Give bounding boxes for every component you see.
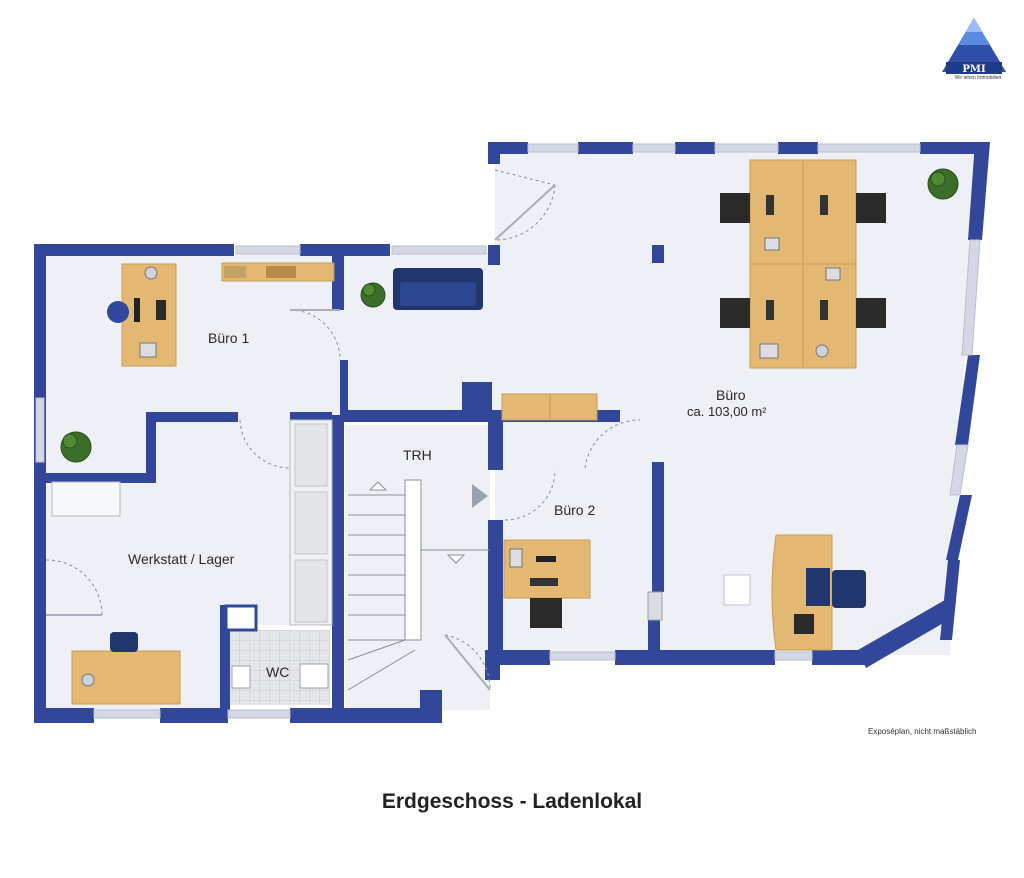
buero2-furniture (503, 539, 591, 628)
stair-arrow-icon (472, 484, 488, 508)
walls (34, 142, 990, 723)
wc-fixtures (231, 663, 329, 689)
room-label-buero1: Büro 1 (208, 330, 250, 346)
page-title: Erdgeschoss - Ladenlokal (381, 790, 643, 813)
logo-tagline: Wir leben Immobilien (954, 75, 1002, 81)
pmi-logo: PMI (942, 18, 1006, 75)
main-office-furniture (501, 159, 886, 651)
room-label-buero: Büro (716, 387, 746, 403)
windows (35, 143, 981, 719)
door-leaves (46, 184, 556, 691)
room-label-werkstatt: Werkstatt / Lager (128, 551, 235, 567)
room-label-trh: TRH (403, 447, 432, 463)
plant-icons (60, 168, 959, 463)
svg-text:PMI: PMI (962, 64, 986, 75)
staircase (347, 479, 490, 691)
doors (45, 169, 641, 691)
werkstatt-furniture (51, 419, 333, 705)
buero1-furniture (107, 262, 335, 367)
room-area-buero: ca. 103,00 m² (687, 404, 767, 419)
room-label-buero2: Büro 2 (554, 502, 596, 518)
disclaimer: Exposéplan, nicht maßstäblich (868, 727, 977, 736)
sofa (393, 268, 483, 310)
room-label-wc: WC (266, 664, 290, 680)
